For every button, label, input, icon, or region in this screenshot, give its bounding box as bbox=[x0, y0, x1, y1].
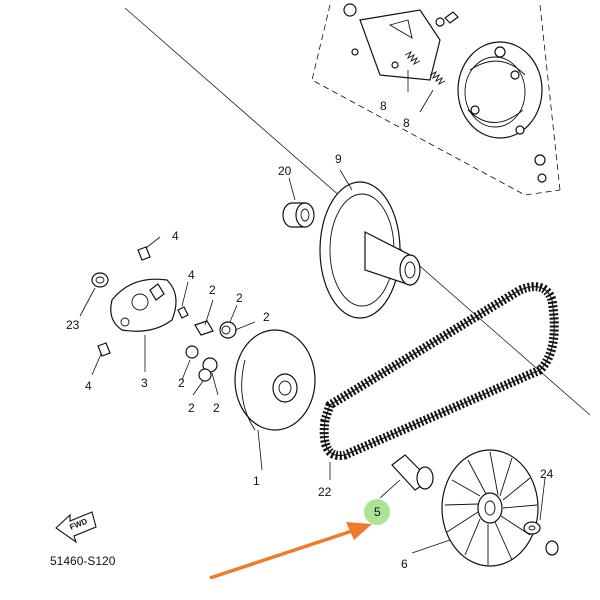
label-20: 20 bbox=[278, 164, 292, 178]
label-2: 2 bbox=[178, 376, 185, 390]
fan-pulley bbox=[411, 449, 539, 567]
washer bbox=[79, 272, 109, 317]
clutch-group bbox=[311, 3, 561, 196]
cam-plate bbox=[110, 278, 177, 372]
clutch-plate bbox=[359, 9, 441, 81]
clutch-shoe bbox=[457, 41, 543, 139]
spring bbox=[404, 50, 421, 66]
label-24: 24 bbox=[540, 467, 554, 481]
collar bbox=[379, 454, 434, 499]
label-23: 23 bbox=[66, 318, 80, 332]
annotation-arrow bbox=[209, 522, 372, 580]
label-22: 22 bbox=[318, 485, 332, 499]
sliders bbox=[91, 236, 189, 376]
label-4: 4 bbox=[85, 379, 92, 393]
v-belt bbox=[319, 282, 559, 480]
diagram-code: 51460-S120 bbox=[50, 554, 116, 568]
label-4: 4 bbox=[188, 268, 195, 282]
label-2: 2 bbox=[188, 401, 195, 415]
roller-weights bbox=[181, 299, 256, 396]
secondary-sheave bbox=[319, 169, 421, 319]
label-1: 1 bbox=[253, 474, 260, 488]
spring bbox=[429, 70, 446, 86]
primary-sheave bbox=[234, 329, 316, 471]
label-4: 4 bbox=[172, 229, 179, 243]
nut bbox=[343, 3, 357, 17]
label-6: 6 bbox=[401, 557, 408, 571]
label-2: 2 bbox=[209, 283, 216, 297]
bearing bbox=[282, 177, 315, 228]
label-8: 8 bbox=[380, 99, 387, 113]
highlight-circle bbox=[364, 499, 390, 525]
fwd-arrow: FWD bbox=[55, 511, 97, 544]
label-8: 8 bbox=[403, 116, 410, 130]
label-2: 2 bbox=[236, 291, 243, 305]
nut-washer bbox=[523, 477, 559, 556]
label-2: 2 bbox=[213, 401, 220, 415]
label-5: 5 bbox=[374, 505, 381, 519]
label-9: 9 bbox=[335, 152, 342, 166]
label-3: 3 bbox=[141, 376, 148, 390]
label-2: 2 bbox=[263, 310, 270, 324]
